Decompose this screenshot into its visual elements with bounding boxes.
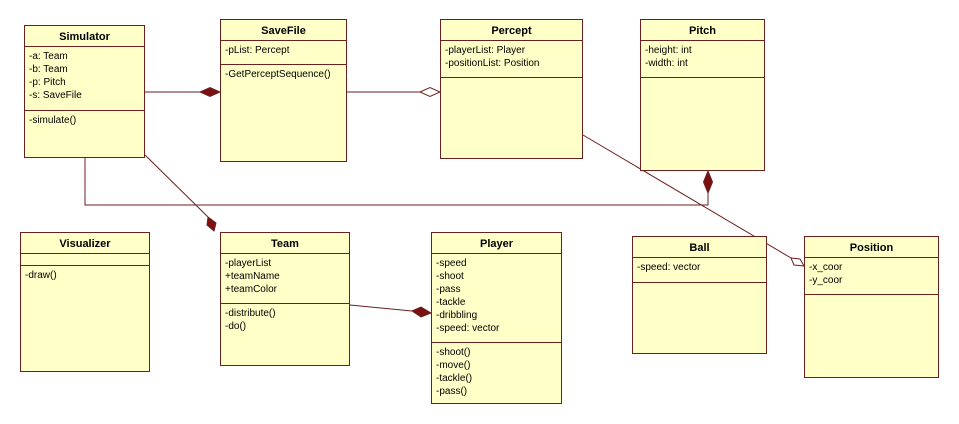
attribute: +teamName (225, 271, 280, 282)
attribute: -dribbling (436, 310, 478, 321)
class-savefile-operations: -GetPerceptSequence() (221, 64, 346, 83)
class-pitch-name: Pitch (689, 25, 716, 37)
composition-diamond-player (410, 306, 433, 318)
class-simulator-attributes: -a: Team -b: Team -p: Pitch -s: SaveFile (25, 46, 144, 110)
class-team-attributes: -playerList +teamName +teamColor (221, 253, 349, 303)
attribute: -speed: vector (436, 323, 500, 334)
composition-diamond-pitch (702, 169, 714, 195)
class-visualizer-name: Visualizer (59, 238, 111, 250)
class-pitch-attributes: -height: int -width: int (641, 40, 764, 77)
class-pitch-operations (641, 77, 764, 83)
class-visualizer[interactable]: Visualizer -draw() (20, 232, 150, 372)
class-savefile-attributes: -pList: Percept (221, 40, 346, 64)
class-pitch[interactable]: Pitch -height: int -width: int (640, 19, 765, 171)
class-simulator-operations: -simulate() (25, 110, 144, 129)
class-player-attributes: -speed -shoot -pass -tackle -dribbling -… (432, 253, 561, 342)
class-ball-attributes: -speed: vector (633, 257, 766, 282)
attribute: -speed (436, 258, 467, 269)
class-percept-attributes: -playerList: Player -positionList: Posit… (441, 40, 582, 77)
attribute: -p: Pitch (29, 77, 66, 88)
attribute: -width: int (645, 58, 688, 69)
attribute: -playerList: Player (445, 45, 526, 56)
attribute: -shoot (436, 271, 464, 282)
link-simulator-team (144, 154, 209, 218)
link-simulator-pitch (84, 158, 709, 206)
class-player-name: Player (479, 238, 514, 250)
composition-diamond-team (206, 216, 217, 232)
operation: -tackle() (436, 373, 473, 384)
attribute: -pass (436, 284, 461, 295)
composition-diamond-savefile (198, 86, 222, 98)
class-player-operations: -shoot() -move() -tackle() -pass() (432, 342, 561, 400)
operation: -move() (436, 360, 471, 371)
attribute: -y_coor (809, 275, 843, 286)
attribute: -b: Team (29, 64, 68, 75)
class-percept-name: Percept (491, 25, 532, 37)
class-player[interactable]: Player -speed -shoot -pass -tackle -drib… (431, 232, 562, 404)
class-team-operations: -distribute() -do() (221, 303, 349, 335)
class-team-name: Team (271, 238, 299, 250)
class-position-attributes: -x_coor -y_coor (805, 257, 938, 294)
operation: -simulate() (29, 115, 77, 126)
class-percept[interactable]: Percept -playerList: Player -positionLis… (440, 19, 583, 159)
class-simulator-name: Simulator (59, 31, 110, 43)
operation: -GetPerceptSequence() (225, 69, 331, 80)
aggregation-diamond-position (790, 257, 805, 267)
class-simulator[interactable]: Simulator -a: Team -b: Team -p: Pitch -s… (24, 25, 145, 158)
attribute: -height: int (645, 45, 692, 56)
attribute: -pList: Percept (225, 45, 290, 56)
class-visualizer-attributes (21, 253, 149, 265)
link-team-player (349, 304, 413, 312)
class-position-name: Position (849, 242, 894, 254)
attribute: -x_coor (809, 262, 843, 273)
class-team[interactable]: Team -playerList +teamName +teamColor -d… (220, 232, 350, 366)
attribute: -a: Team (29, 51, 68, 62)
class-position[interactable]: Position -x_coor -y_coor (804, 236, 939, 378)
attribute: -playerList (225, 258, 272, 269)
attribute: -positionList: Position (445, 58, 540, 69)
operation: -shoot() (436, 347, 471, 358)
operation: -distribute() (225, 308, 276, 319)
class-percept-operations (441, 77, 582, 83)
class-savefile-name: SaveFile (261, 25, 306, 37)
class-visualizer-operations: -draw() (21, 265, 149, 284)
operation: -pass() (436, 386, 468, 397)
class-savefile[interactable]: SaveFile -pList: Percept -GetPerceptSequ… (220, 19, 347, 162)
aggregation-diamond-percept (418, 86, 442, 98)
operation: -draw() (25, 270, 57, 281)
attribute: -tackle (436, 297, 466, 308)
attribute: +teamColor (225, 284, 277, 295)
attribute: -s: SaveFile (29, 90, 82, 101)
class-position-operations (805, 294, 938, 300)
class-ball[interactable]: Ball -speed: vector (632, 236, 767, 354)
class-ball-name: Ball (689, 242, 710, 254)
class-ball-operations (633, 282, 766, 288)
attribute: -speed: vector (637, 262, 701, 273)
operation: -do() (225, 321, 247, 332)
